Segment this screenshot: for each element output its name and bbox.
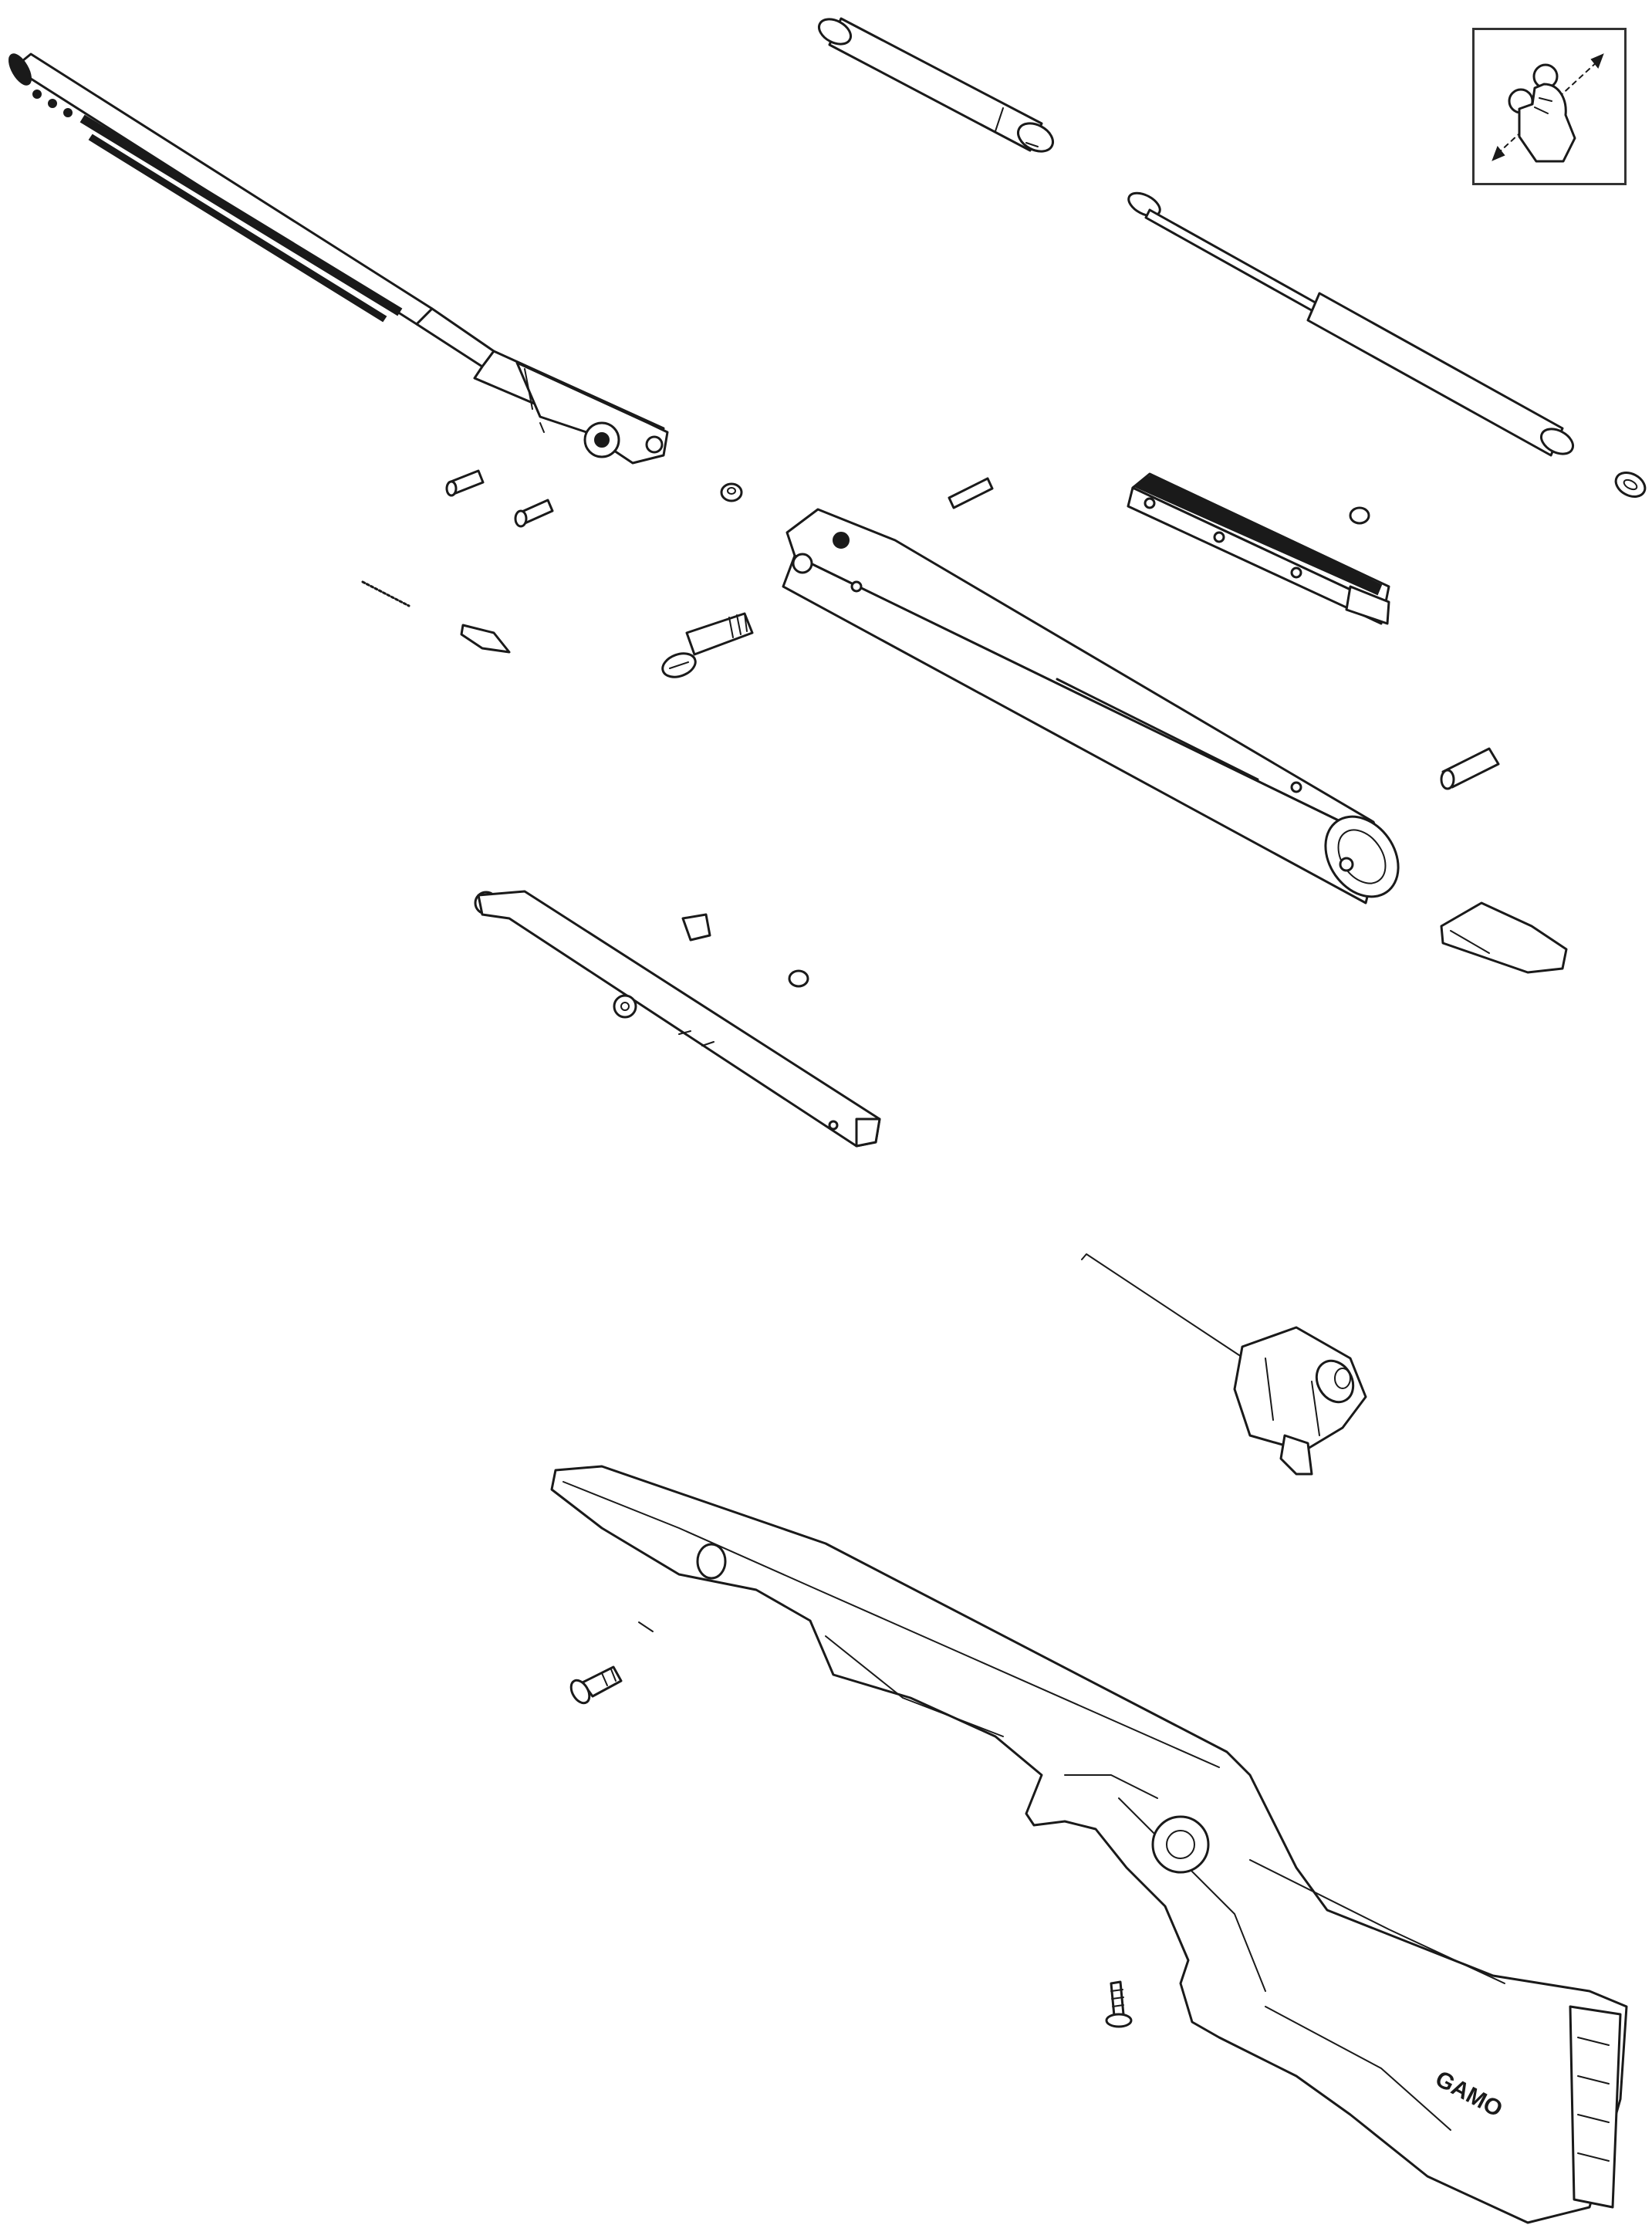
zoom-hint-button[interactable] [1472, 28, 1627, 185]
stock-screw-rear [1105, 1980, 1133, 2028]
small-nut [720, 482, 743, 502]
trigger-assembly [1081, 1253, 1367, 1476]
cocking-lever [474, 890, 881, 1148]
pinch-zoom-icon [1492, 53, 1604, 163]
stock-pin [638, 1621, 654, 1632]
clip [681, 913, 711, 942]
receiver-cylinder [782, 508, 1400, 904]
pivot-bolt [661, 612, 754, 678]
stock-screw-front [569, 1665, 623, 1705]
rear-end-cap [1440, 901, 1568, 974]
scope-rail [1127, 472, 1390, 625]
roll-pin-1 [948, 477, 994, 509]
bushing [788, 969, 809, 988]
set-screw [1349, 506, 1370, 525]
end-cap-cylinder [817, 17, 1054, 153]
small-pin-2 [514, 499, 554, 528]
small-pin-1 [445, 469, 485, 497]
piston-rod [1127, 191, 1575, 457]
washer [1614, 471, 1647, 499]
spring [361, 580, 410, 607]
roll-pin-2 [1440, 747, 1500, 790]
latch-block [460, 624, 511, 654]
barrel [8, 52, 669, 465]
rifle-stock: GAMO [550, 1465, 1628, 2224]
